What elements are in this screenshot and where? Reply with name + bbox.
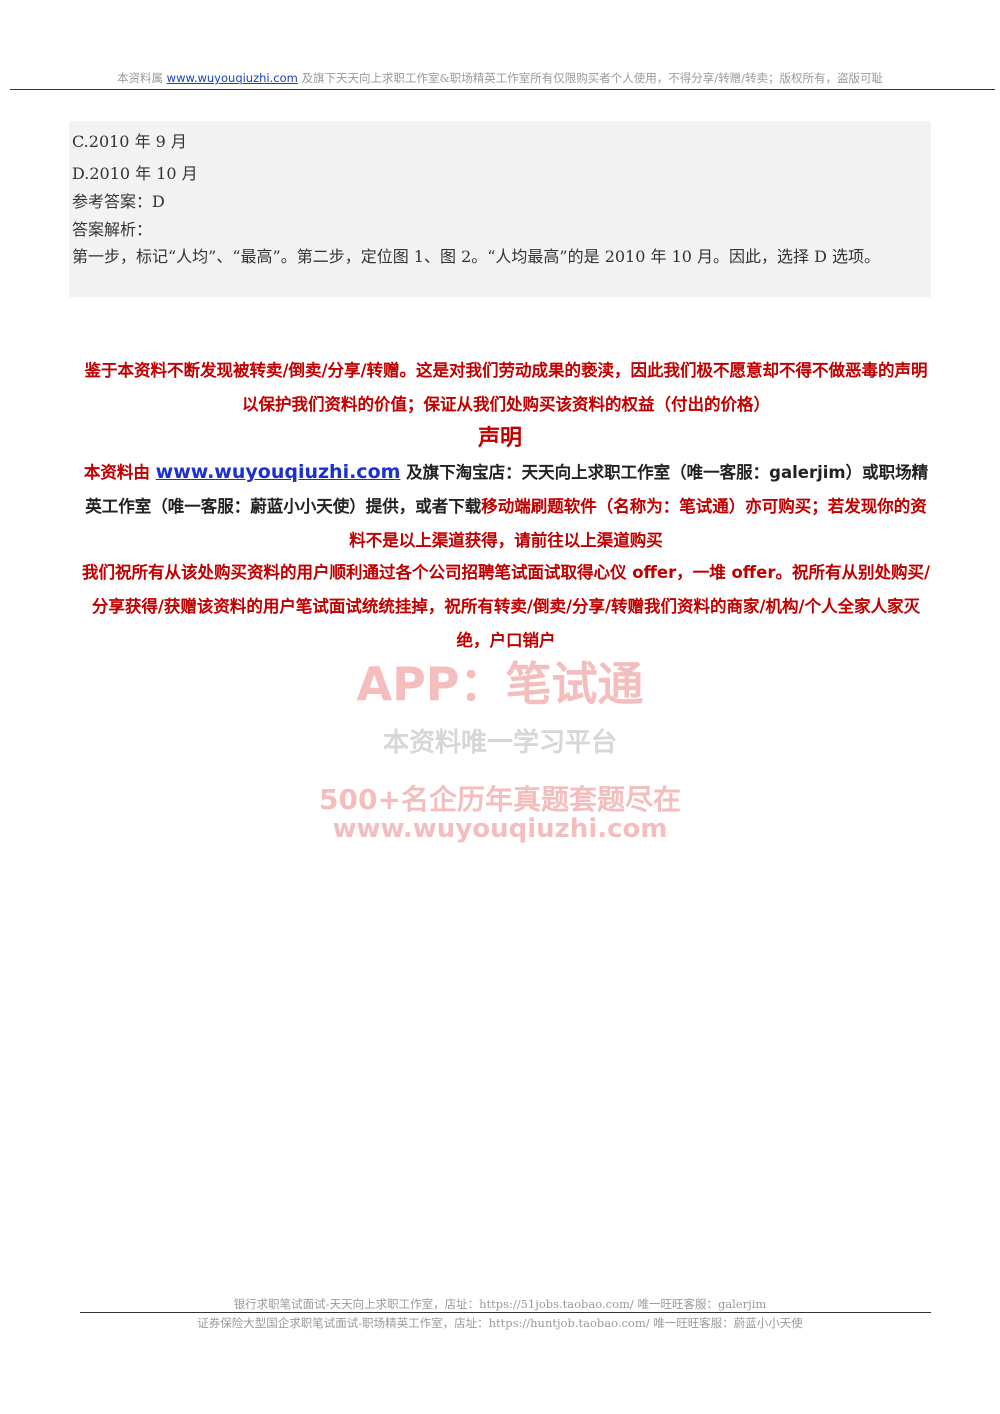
option-c: C.2010 年 9 月 [72, 132, 187, 151]
declaration-site-link[interactable]: www.wuyouqiuzhi.com [155, 461, 401, 483]
declaration-paragraph-source: 本资料由 www.wuyouqiuzhi.com 及旗下淘宝店：天天向上求职工作… [78, 455, 934, 558]
reference-answer: 参考答案：D [72, 192, 165, 211]
declaration-paragraph-wishes: 我们祝所有从该处购买资料的用户顺利通过各个公司招聘笔试面试取得心仪 offer，… [81, 563, 931, 650]
footer2-prefix: 证券保险大型国企求职笔试面试-职场精英工作室，店址： [197, 1316, 489, 1330]
watermark-slogan: 500+名企历年真题套题尽在 [319, 783, 681, 816]
declaration-title: 声明 [477, 426, 522, 451]
option-d: D.2010 年 10 月 [72, 164, 198, 183]
footer1-suffix: 唯一旺旺客服：galerjim [633, 1297, 767, 1311]
source-text-b: 及旗下淘宝店：天天向上求职工作室（唯一客服：galerjim）或职场精英工作室（… [85, 463, 929, 516]
source-text-a: 本资料由 [83, 463, 156, 482]
footer2-suffix: 唯一旺旺客服：蔚蓝小小天使 [649, 1316, 803, 1330]
question-answer-box: C.2010 年 9 月 D.2010 年 10 月 参考答案：D 答案解析： … [69, 121, 931, 297]
watermark-url: www.wuyouqiuzhi.com [332, 814, 668, 844]
header-site-link[interactable]: www.wuyouqiuzhi.com [166, 71, 298, 85]
declaration-intro: 鉴于本资料不断发现被转卖/倒卖/分享/转赠。这是对我们劳动成果的亵渎，因此我们极… [84, 361, 928, 414]
footer-shop-link-51jobs[interactable]: https://51jobs.taobao.com/ [479, 1297, 634, 1311]
footer-divider [80, 1312, 931, 1313]
watermark-app: APP：笔试通 [356, 657, 644, 711]
source-text-c: 移动端刷题软件（名称为：笔试通）亦可购买；若发现你的资料不是以上渠道获得，请前往… [349, 497, 927, 550]
analysis-text: 第一步，标记“人均”、“最高”。第二步，定位图 1、图 2。“人均最高”的是 2… [72, 247, 881, 266]
footer1-prefix: 银行求职笔试面试-天天向上求职工作室，店址： [233, 1297, 480, 1311]
analysis-label: 答案解析： [72, 220, 153, 239]
header-prefix: 本资料属 [117, 71, 167, 85]
header-divider [10, 89, 995, 90]
header-suffix: 及旗下天天向上求职工作室&职场精英工作室所有仅限购买者个人使用，不得分享/转赠/… [297, 71, 883, 85]
footer-line-2: 证券保险大型国企求职笔试面试-职场精英工作室，店址：https://huntjo… [0, 1315, 1000, 1331]
footer-shop-link-huntjob[interactable]: https://huntjob.taobao.com/ [488, 1316, 650, 1330]
watermark-platform: 本资料唯一学习平台 [382, 728, 617, 758]
page-header: 本资料属 www.wuyouqiuzhi.com 及旗下天天向上求职工作室&职场… [0, 70, 1000, 86]
footer-line-1: 银行求职笔试面试-天天向上求职工作室，店址：https://51jobs.tao… [0, 1296, 1000, 1312]
